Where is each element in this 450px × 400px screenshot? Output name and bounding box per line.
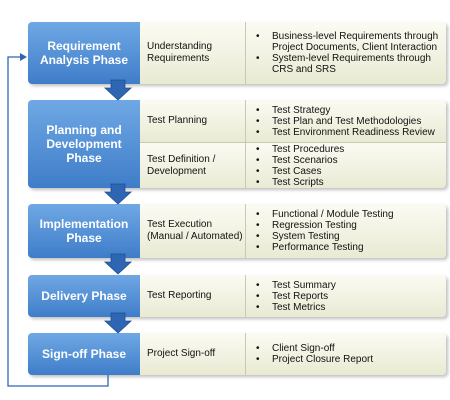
down-arrow-icon — [103, 183, 133, 205]
output-item: Test Metrics — [256, 302, 446, 313]
phase-body: Test PlanningTest StrategyTest Plan and … — [140, 100, 446, 188]
output-item: Test Cases — [256, 166, 446, 177]
phase-label: Sign-off Phase — [28, 333, 140, 375]
activity-row: Test Definition / DevelopmentTest Proced… — [140, 142, 446, 188]
output-item: Test Scenarios — [256, 155, 446, 166]
activity-row: Test Execution (Manual / Automated)Funct… — [140, 204, 446, 258]
phase-body: Test ReportingTest SummaryTest ReportsTe… — [140, 275, 446, 317]
output-list: Business-level Requirements through Proj… — [246, 22, 446, 84]
output-item: Performance Testing — [256, 242, 446, 253]
phase-body: Project Sign-offClient Sign-offProject C… — [140, 333, 446, 375]
down-arrow-icon — [103, 253, 133, 275]
activity-row: Project Sign-offClient Sign-offProject C… — [140, 333, 446, 375]
activity-label: Test Execution (Manual / Automated) — [140, 204, 246, 258]
phase-body: Understanding Requirements Business-level… — [140, 22, 446, 84]
phase-label: Planning and Development Phase — [28, 100, 140, 188]
phase-body: Test Execution (Manual / Automated)Funct… — [140, 204, 446, 258]
output-item: Regression Testing — [256, 220, 446, 231]
output-list: Test SummaryTest ReportsTest Metrics — [246, 275, 446, 317]
phase-label: Implementation Phase — [28, 204, 140, 258]
activity-row: Test PlanningTest StrategyTest Plan and … — [140, 100, 446, 142]
down-arrow-icon — [103, 312, 133, 334]
output-item: Test Scripts — [256, 177, 446, 188]
phase-label: Delivery Phase — [28, 275, 140, 317]
activity-label: Understanding Requirements — [140, 22, 246, 84]
output-list: Test ProceduresTest ScenariosTest CasesT… — [246, 143, 446, 188]
activity-label: Test Planning — [140, 100, 246, 142]
output-item: Test Summary — [256, 280, 446, 291]
activity-label: Test Reporting — [140, 275, 246, 317]
output-item: Test Procedures — [256, 144, 446, 155]
output-list: Test StrategyTest Plan and Test Methodol… — [246, 100, 446, 142]
activity-row: Understanding Requirements Business-level… — [140, 22, 446, 84]
output-list: Client Sign-offProject Closure Report — [246, 333, 446, 375]
output-item: Business-level Requirements through Proj… — [256, 31, 446, 53]
phase-label: Requirement Analysis Phase — [28, 22, 140, 84]
output-item: System Testing — [256, 231, 446, 242]
output-item: Test Strategy — [256, 105, 446, 116]
activity-row: Test ReportingTest SummaryTest ReportsTe… — [140, 275, 446, 317]
feedback-arrowhead-icon — [20, 53, 27, 61]
activity-label: Project Sign-off — [140, 333, 246, 375]
output-item: Client Sign-off — [256, 343, 446, 354]
output-item: Functional / Module Testing — [256, 209, 446, 220]
activity-label: Test Definition / Development — [140, 143, 246, 188]
output-item: Test Environment Readiness Review — [256, 127, 446, 138]
output-item: Test Reports — [256, 291, 446, 302]
feedback-loop-line — [7, 56, 109, 387]
output-item: System-level Requirements through CRS an… — [256, 53, 446, 75]
down-arrow-icon — [103, 79, 133, 101]
output-list: Functional / Module TestingRegression Te… — [246, 204, 446, 258]
output-item: Project Closure Report — [256, 354, 446, 365]
output-item: Test Plan and Test Methodologies — [256, 116, 446, 127]
